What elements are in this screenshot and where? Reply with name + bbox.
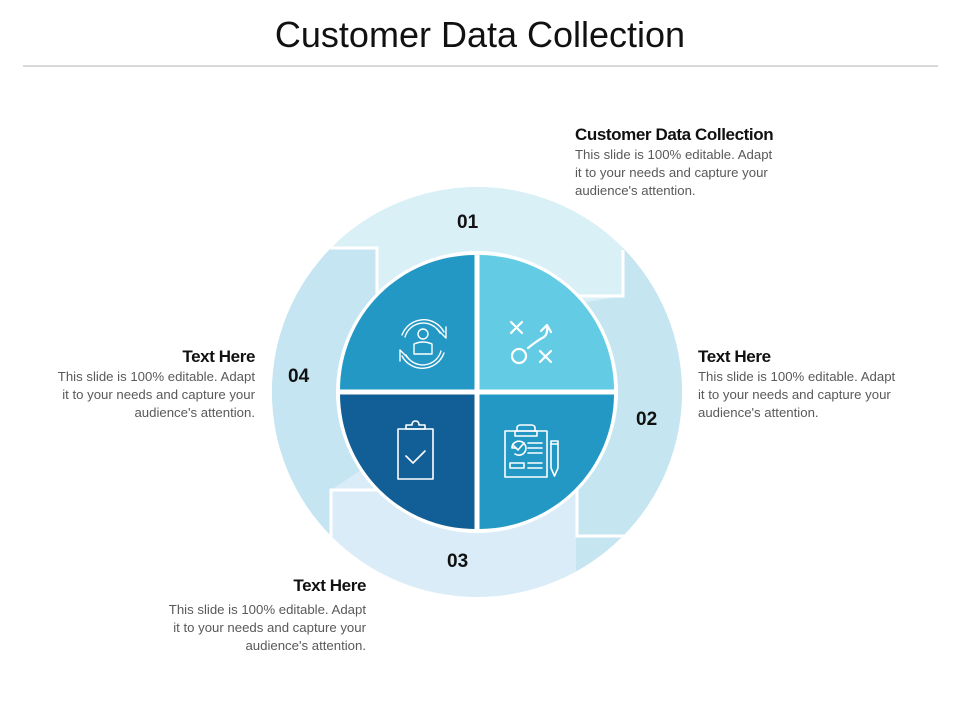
clipboard-report-pencil-icon — [504, 424, 559, 478]
segment-number-03: 03 — [447, 551, 469, 572]
title-divider — [23, 65, 938, 67]
inner-ring-gap — [336, 251, 618, 533]
customer-cycle-icon — [399, 319, 447, 369]
callout-body: This slide is 100% editable. Adapt it to… — [57, 369, 255, 420]
callout-04: Text Here This slide is 100% editable. A… — [15, 346, 256, 422]
quadrant-bottom-left — [340, 394, 475, 529]
page-title: Customer Data Collection — [274, 14, 686, 55]
segment-number-04: 04 — [288, 366, 310, 387]
callout-heading: Text Here — [293, 576, 366, 595]
segment-number-01: 01 — [457, 212, 479, 233]
callout-03: Text Here This slide is 100% editable. A… — [126, 575, 367, 655]
callout-02: Text Here This slide is 100% editable. A… — [698, 346, 938, 422]
callout-body: This slide is 100% editable. Adapt it to… — [168, 602, 366, 653]
quadrant-top-right — [479, 255, 614, 390]
callout-heading: Text Here — [182, 347, 255, 366]
callout-01: Customer Data Collection This slide is 1… — [575, 124, 815, 200]
quadrant-top-left — [340, 255, 475, 390]
callout-heading: Text Here — [698, 347, 771, 366]
callout-body: This slide is 100% editable. Adapt it to… — [698, 369, 896, 420]
callout-body: This slide is 100% editable. Adapt it to… — [575, 147, 773, 198]
clipboard-check-icon — [397, 420, 434, 480]
segment-number-02: 02 — [636, 409, 658, 430]
strategy-play-icon — [509, 320, 553, 365]
callout-heading: Customer Data Collection — [575, 125, 774, 144]
